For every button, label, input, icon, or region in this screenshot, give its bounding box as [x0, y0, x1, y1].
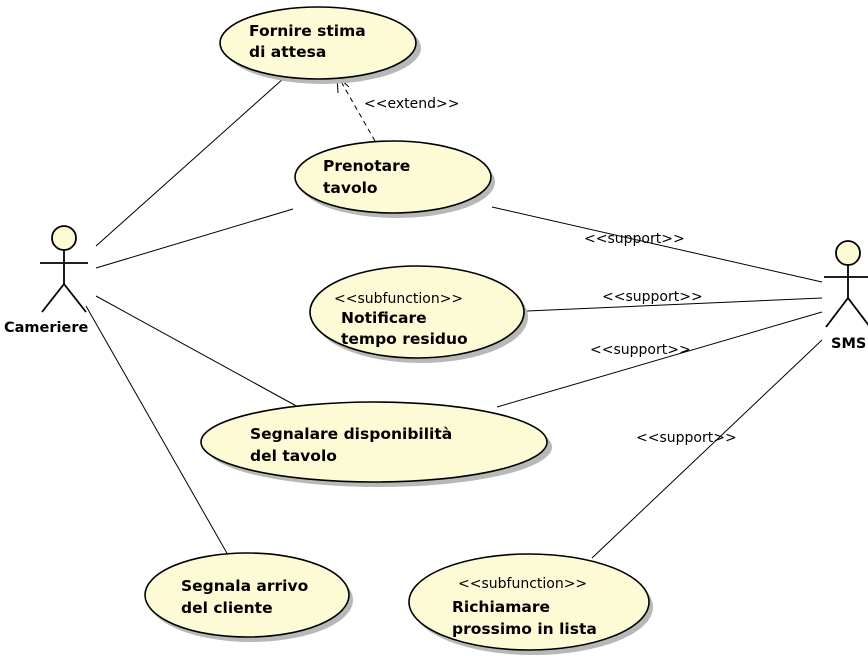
assoc-cameriere-prenotare [95, 208, 294, 269]
assoc-cameriere-fornire-stima [95, 77, 285, 247]
use-case-segnalare-disponibilita[interactable]: Segnalare disponibilità del tavolo [200, 401, 552, 487]
use-case-ellipse [408, 553, 650, 651]
actor-right-leg [847, 297, 868, 326]
use-case-name-line2: tempo residuo [341, 330, 468, 348]
assoc-segnalare-sms [496, 311, 823, 408]
assoc-cameriere-segnala-arrivo [85, 305, 233, 563]
support-label-prenotare: <<support>> [584, 231, 685, 247]
use-case-name-line2: del tavolo [250, 447, 337, 465]
use-case-prenotare[interactable]: Prenotare tavolo [294, 140, 495, 218]
actor-left-leg [41, 283, 65, 313]
extend-line [338, 77, 376, 142]
assoc-richiamare-sms [591, 339, 823, 559]
use-case-ellipse [219, 6, 417, 80]
actor-head [835, 240, 861, 266]
assoc-cameriere-segnalare-disponibilita [95, 295, 301, 409]
actor-right-leg [63, 283, 87, 313]
use-case-name-line1: Richiamare [452, 598, 550, 616]
actor-sms[interactable]: SMS [824, 240, 868, 352]
actor-label: Cameriere [4, 320, 88, 336]
support-label-segnalare: <<support>> [590, 342, 691, 358]
support-label-richiamare: <<support>> [636, 430, 737, 446]
use-case-segnala-arrivo[interactable]: Segnala arrivo del cliente [144, 552, 353, 642]
use-case-stereotype: <<subfunction>> [334, 291, 463, 307]
extend-label: <<extend>> [364, 96, 459, 112]
use-case-fornire-stima[interactable]: Fornire stima di attesa [219, 6, 421, 84]
support-label-notificare: <<support>> [602, 289, 703, 305]
actor-left-leg [825, 297, 849, 328]
use-case-name-line1: Notificare [341, 309, 427, 327]
use-case-name-line1: Segnalare disponibilità [250, 425, 452, 443]
assoc-notificare-sms [526, 297, 823, 312]
use-case-name-line2: prossimo in lista [452, 620, 597, 638]
actor-cameriere[interactable]: Cameriere [4, 225, 88, 336]
actor-head [51, 225, 77, 251]
use-case-ellipse [309, 265, 525, 359]
use-case-name-line1: Segnala arrivo [181, 577, 308, 595]
use-case-richiamare[interactable]: <<subfunction>> Richiamare prossimo in l… [408, 553, 653, 655]
use-case-name-line2: del cliente [181, 599, 273, 617]
associations [85, 77, 823, 563]
use-case-name-line1: Prenotare [323, 157, 410, 175]
use-case-notificare[interactable]: <<subfunction>> Notificare tempo residuo [309, 265, 528, 363]
use-case-name-line1: Fornire stima [249, 22, 366, 40]
actor-label: SMS [831, 336, 866, 352]
use-case-ellipse [294, 140, 492, 214]
use-case-name-line2: di attesa [249, 43, 326, 61]
use-case-name-line2: tavolo [323, 179, 378, 197]
use-case-stereotype: <<subfunction>> [458, 576, 587, 592]
assoc-prenotare-sms [491, 206, 823, 283]
use-case-ellipse [200, 401, 548, 483]
use-case-ellipse [144, 552, 350, 638]
